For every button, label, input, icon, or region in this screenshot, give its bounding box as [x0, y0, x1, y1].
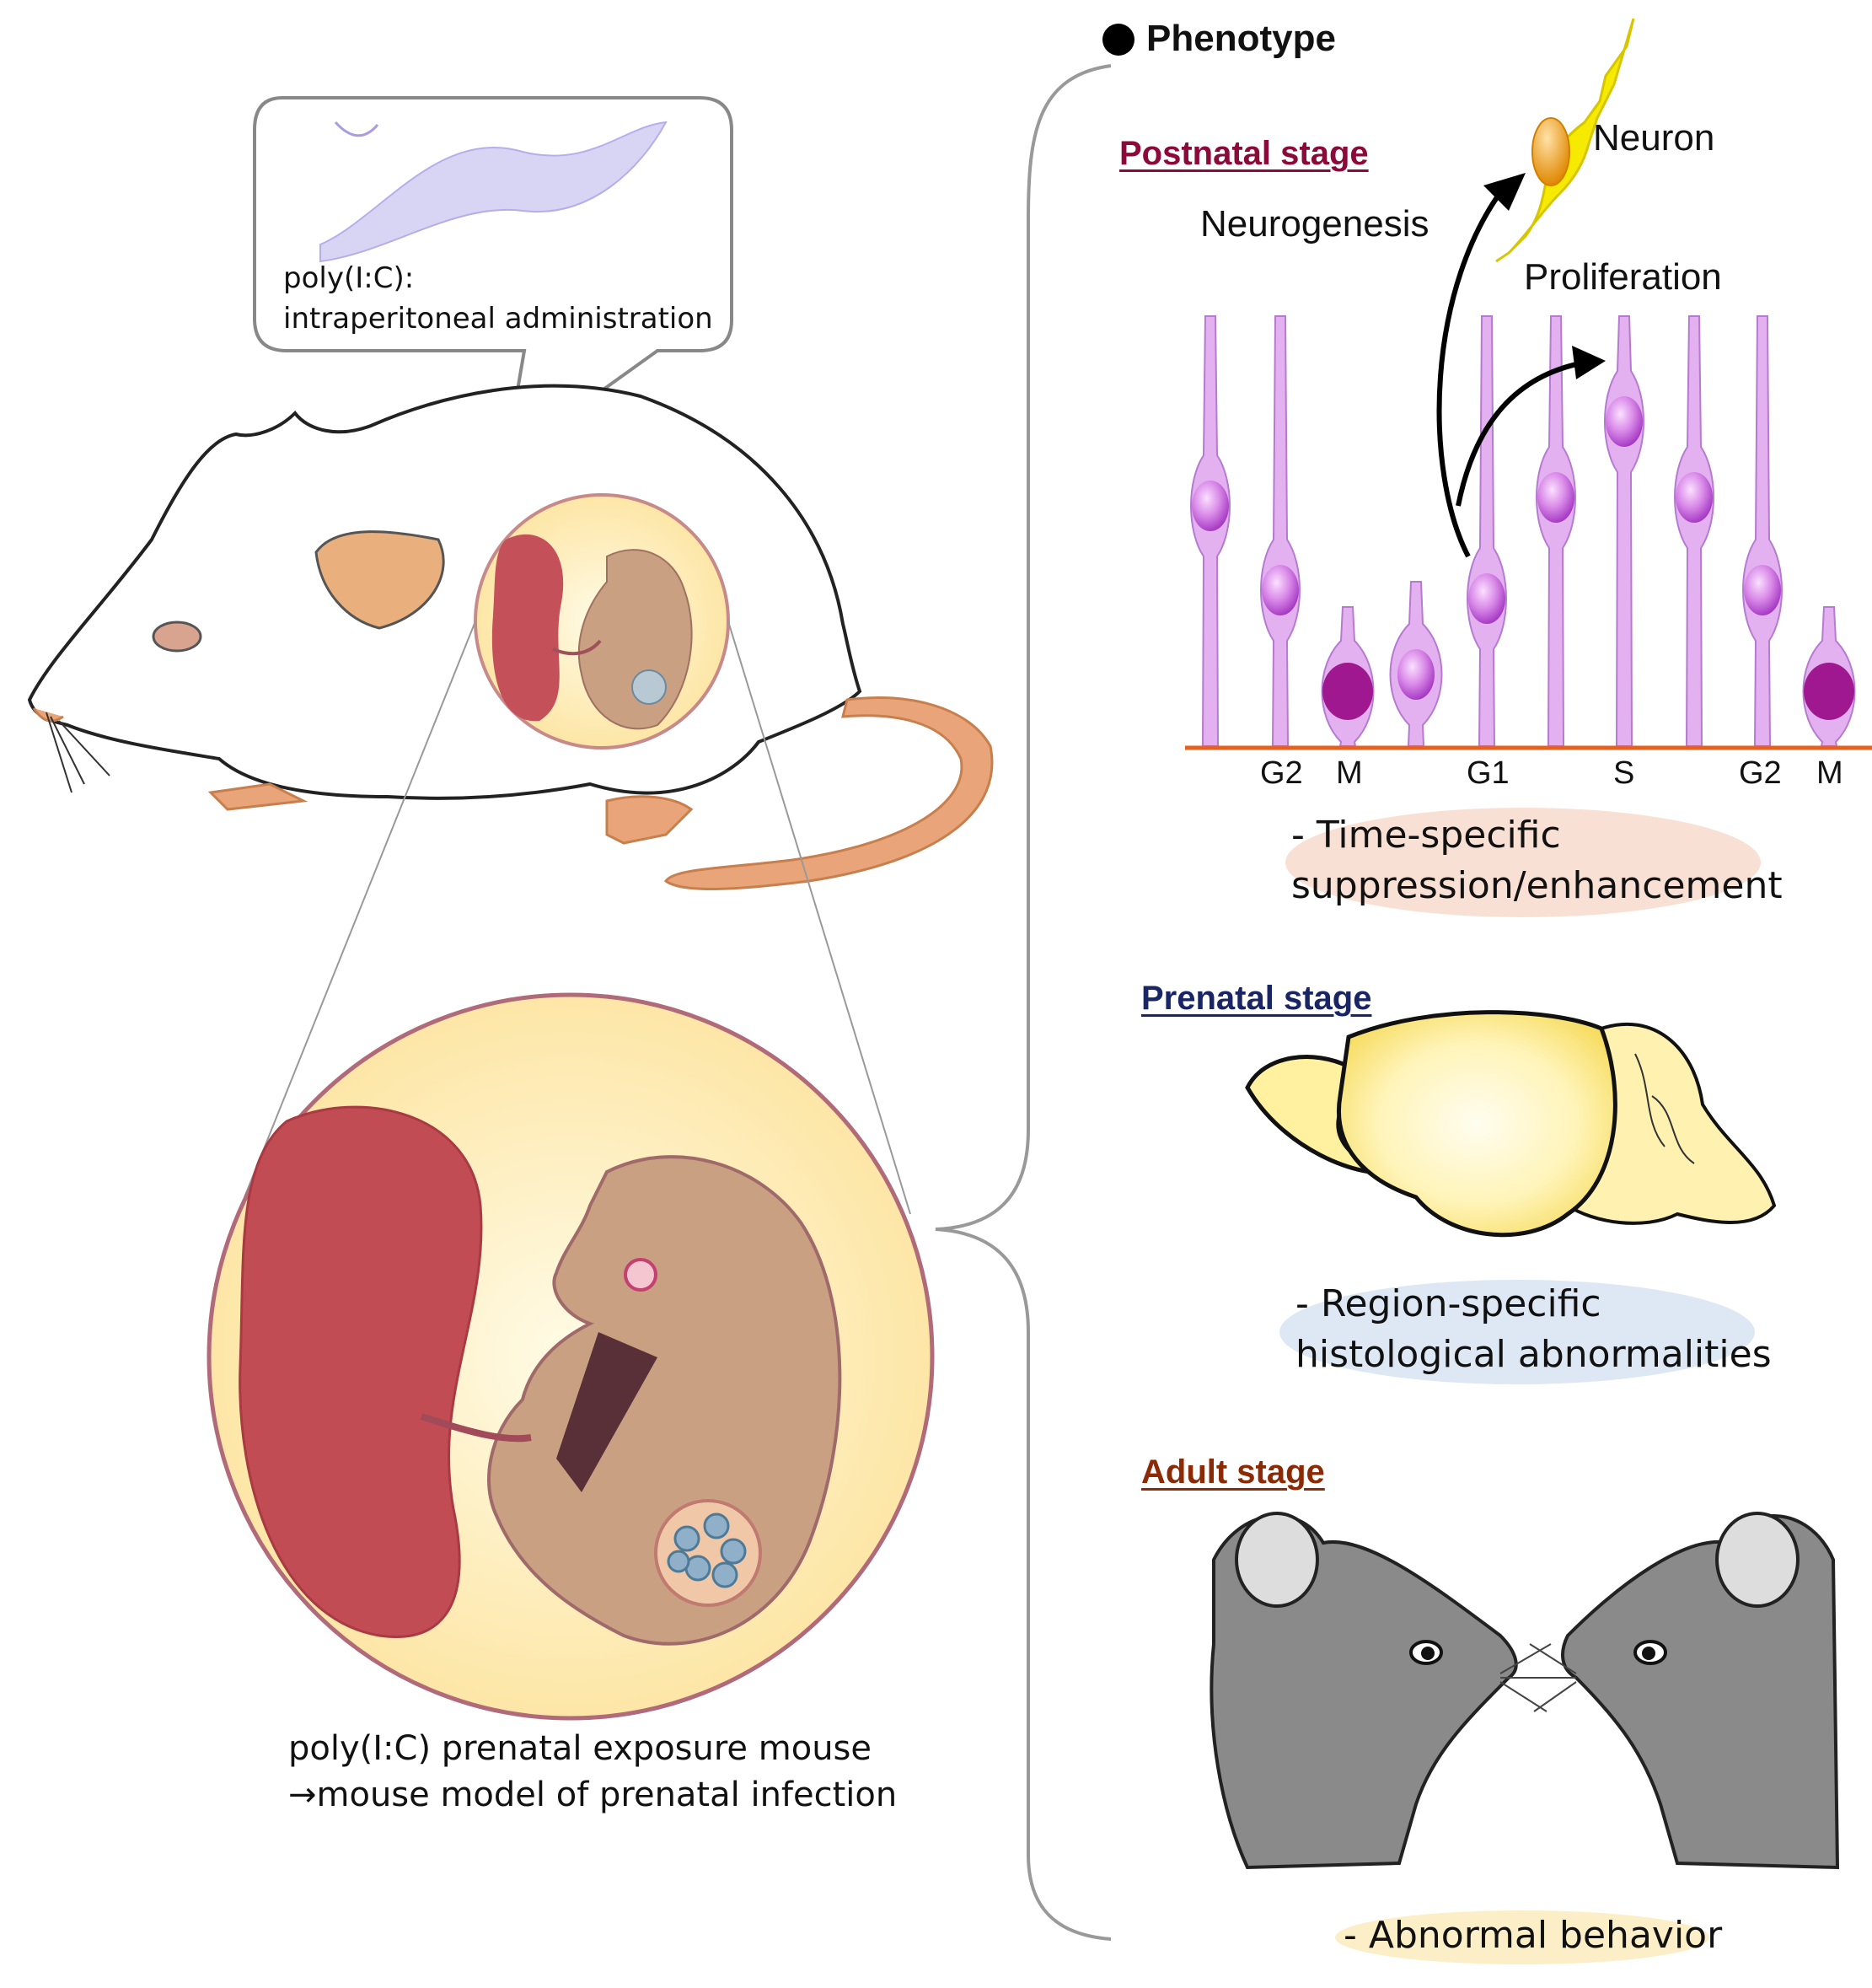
progenitor-cell [1467, 315, 1507, 747]
time-specific-highlight [1285, 808, 1761, 917]
prenatal-desc-line-2: histological abnormalities [1295, 1333, 1772, 1376]
womb-inset-large [207, 992, 935, 1721]
progenitor-cell [1802, 606, 1856, 747]
womb-inset-small [474, 493, 730, 750]
phase-label: G2 [1260, 755, 1303, 791]
progenitor-cells [1190, 315, 1856, 747]
caption-line-2: →mouse model of prenatal infection [288, 1776, 898, 1814]
proliferation-arrow [1456, 360, 1585, 507]
adult-desc: - Abnormal behavior [1344, 1914, 1723, 1957]
neurogenesis-label: Neurogenesis [1200, 203, 1429, 244]
rna-strand-icon [319, 121, 668, 263]
postnatal-desc-line-1: - Time-specific [1291, 814, 1561, 857]
grouping-brace [935, 64, 1112, 1941]
prenatal-stage-header: Prenatal stage [1141, 980, 1372, 1017]
region-specific-highlight [1279, 1280, 1755, 1384]
phase-label: G2 [1739, 755, 1782, 791]
progenitor-cell [1674, 315, 1714, 747]
phase-label: S [1613, 755, 1635, 791]
neuron-icon [1495, 18, 1635, 263]
bubble-line-2: intraperitoneal administration [283, 302, 713, 336]
proliferation-label: Proliferation [1524, 256, 1722, 298]
caption-line-1: poly(I:C) prenatal exposure mouse [288, 1729, 872, 1768]
adult-stage-header: Adult stage [1141, 1453, 1325, 1491]
progenitor-cell [1742, 315, 1783, 747]
phenotype-title: Phenotype [1146, 18, 1336, 59]
adult-mice-illustration [1210, 1512, 1840, 1870]
behavior-highlight [1335, 1910, 1709, 1964]
postnatal-desc-line-2: suppression/enhancement [1291, 864, 1783, 907]
neuron-label: Neuron [1593, 117, 1715, 159]
progenitor-cell [1604, 315, 1644, 747]
arrows [1436, 180, 1585, 558]
progenitor-cell [1260, 315, 1301, 747]
speech-bubble [253, 96, 733, 464]
phase-label: M [1336, 755, 1363, 791]
brain-icon [1245, 1010, 1777, 1238]
postnatal-stage-header: Postnatal stage [1119, 135, 1369, 172]
progenitor-cell [1321, 606, 1375, 747]
phase-label: G1 [1467, 755, 1510, 791]
bubble-line-1: poly(I:C): [283, 261, 415, 295]
progenitor-cell [1389, 581, 1443, 747]
progenitor-cell [1190, 315, 1231, 747]
bullet-icon [1102, 24, 1134, 56]
neurogenesis-arrow [1436, 180, 1511, 558]
progenitor-cell [1536, 315, 1576, 747]
prenatal-desc-line-1: - Region-specific [1295, 1282, 1601, 1325]
zoom-lines [244, 621, 911, 1215]
phase-label: M [1816, 755, 1843, 791]
